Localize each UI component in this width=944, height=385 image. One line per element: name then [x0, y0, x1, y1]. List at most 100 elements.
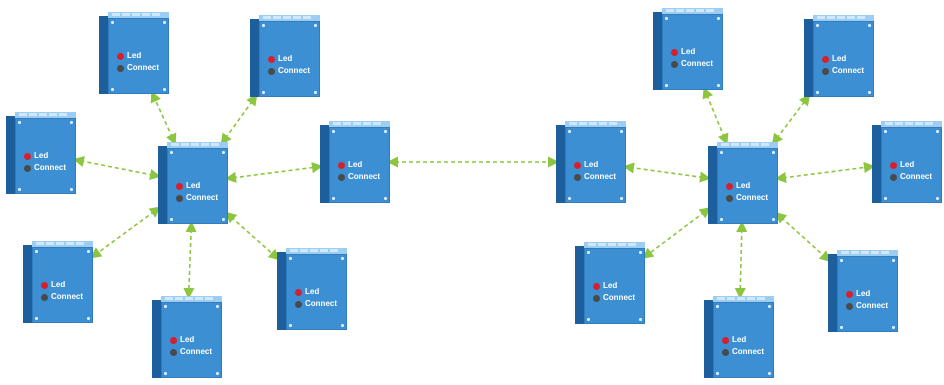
led-indicator-icon: [726, 182, 733, 190]
connect-label: Connect: [681, 59, 713, 68]
box-side: [575, 246, 584, 324]
box-side: [277, 252, 286, 330]
box-side: [250, 19, 259, 97]
led-label: Led: [603, 281, 618, 290]
connect-label: Connect: [278, 66, 310, 75]
connect-label: Connect: [180, 347, 212, 356]
connect-indicator-icon: [890, 173, 897, 181]
connect-indicator-icon: [671, 60, 678, 68]
led-row: Led: [822, 54, 846, 64]
led-label: Led: [34, 151, 49, 160]
led-row: Led: [268, 54, 292, 64]
box-side: [804, 19, 813, 97]
connect-row: Connect: [846, 301, 888, 311]
connect-row: Connect: [593, 293, 635, 303]
led-indicator-icon: [176, 182, 183, 190]
connect-label: Connect: [832, 66, 864, 75]
led-label: Led: [348, 160, 363, 169]
box-side: [152, 300, 161, 378]
connect-indicator-icon: [24, 164, 31, 172]
link-arrow: [774, 161, 876, 184]
connect-indicator-icon: [176, 194, 183, 202]
connect-row: Connect: [726, 193, 768, 203]
connect-indicator-icon: [593, 294, 600, 302]
connect-label: Connect: [856, 301, 888, 310]
led-label: Led: [681, 47, 696, 56]
connect-indicator-icon: [170, 348, 177, 356]
led-row: Led: [24, 151, 48, 161]
led-indicator-icon: [170, 336, 177, 344]
led-label: Led: [278, 54, 293, 63]
box-side: [704, 300, 713, 378]
connect-row: Connect: [170, 347, 212, 357]
led-label: Led: [736, 181, 751, 190]
link-arrow: [183, 220, 197, 300]
led-row: Led: [722, 335, 746, 345]
connect-row: Connect: [722, 347, 764, 357]
box-face: [15, 118, 76, 194]
led-label: Led: [832, 54, 847, 63]
right-cluster-node-bottom: Led Connect: [704, 296, 774, 378]
right-cluster-node-left-bridge: Led Connect: [556, 121, 626, 203]
led-row: Led: [117, 51, 141, 61]
connect-indicator-icon: [268, 67, 275, 75]
led-indicator-icon: [671, 48, 678, 56]
led-indicator-icon: [41, 281, 48, 289]
box-side: [653, 12, 662, 90]
left-cluster-node-far-left: Led Connect: [6, 112, 76, 194]
led-row: Led: [170, 335, 194, 345]
connect-indicator-icon: [338, 173, 345, 181]
connect-label: Connect: [34, 163, 66, 172]
connect-label: Connect: [127, 63, 159, 72]
connect-row: Connect: [117, 63, 159, 73]
connect-indicator-icon: [846, 302, 853, 310]
left-cluster-node-hub: Led Connect: [158, 142, 228, 224]
box-side: [872, 125, 881, 203]
led-row: Led: [574, 160, 598, 170]
connect-indicator-icon: [295, 300, 302, 308]
connect-label: Connect: [348, 172, 380, 181]
link-arrow: [702, 86, 729, 146]
right-cluster-node-hub: Led Connect: [708, 142, 778, 224]
led-label: Led: [180, 335, 195, 344]
led-label: Led: [584, 160, 599, 169]
link-arrow: [224, 162, 324, 183]
connect-indicator-icon: [117, 64, 124, 72]
connect-label: Connect: [732, 347, 764, 356]
connect-label: Connect: [584, 172, 616, 181]
led-label: Led: [51, 280, 66, 289]
right-cluster-node-far-right: Led Connect: [872, 121, 942, 203]
connect-label: Connect: [603, 293, 635, 302]
led-row: Led: [593, 281, 617, 291]
led-indicator-icon: [890, 161, 897, 169]
connect-row: Connect: [268, 66, 310, 76]
box-side: [708, 146, 717, 224]
led-label: Led: [305, 287, 320, 296]
link-arrow: [72, 155, 162, 181]
led-label: Led: [127, 51, 142, 60]
box-side: [158, 146, 167, 224]
box-side: [99, 16, 108, 94]
link-arrow: [220, 94, 258, 145]
led-row: Led: [846, 289, 870, 299]
connect-indicator-icon: [822, 67, 829, 75]
led-indicator-icon: [24, 152, 31, 160]
right-cluster-node-top-right: Led Connect: [804, 15, 874, 97]
led-label: Led: [856, 289, 871, 298]
led-label: Led: [186, 181, 201, 190]
left-cluster-node-right-bridge: Led Connect: [320, 121, 390, 203]
connect-indicator-icon: [574, 173, 581, 181]
led-indicator-icon: [574, 161, 581, 169]
right-cluster-node-bottom-right: Led Connect: [828, 250, 898, 332]
left-cluster-node-top-left: Led Connect: [99, 12, 169, 94]
link-arrow: [225, 211, 280, 261]
led-row: Led: [176, 181, 200, 191]
connect-row: Connect: [890, 172, 932, 182]
led-row: Led: [890, 160, 914, 170]
connect-label: Connect: [186, 193, 218, 202]
led-indicator-icon: [822, 55, 829, 63]
led-row: Led: [726, 181, 750, 191]
led-indicator-icon: [117, 52, 124, 60]
connect-row: Connect: [671, 59, 713, 69]
